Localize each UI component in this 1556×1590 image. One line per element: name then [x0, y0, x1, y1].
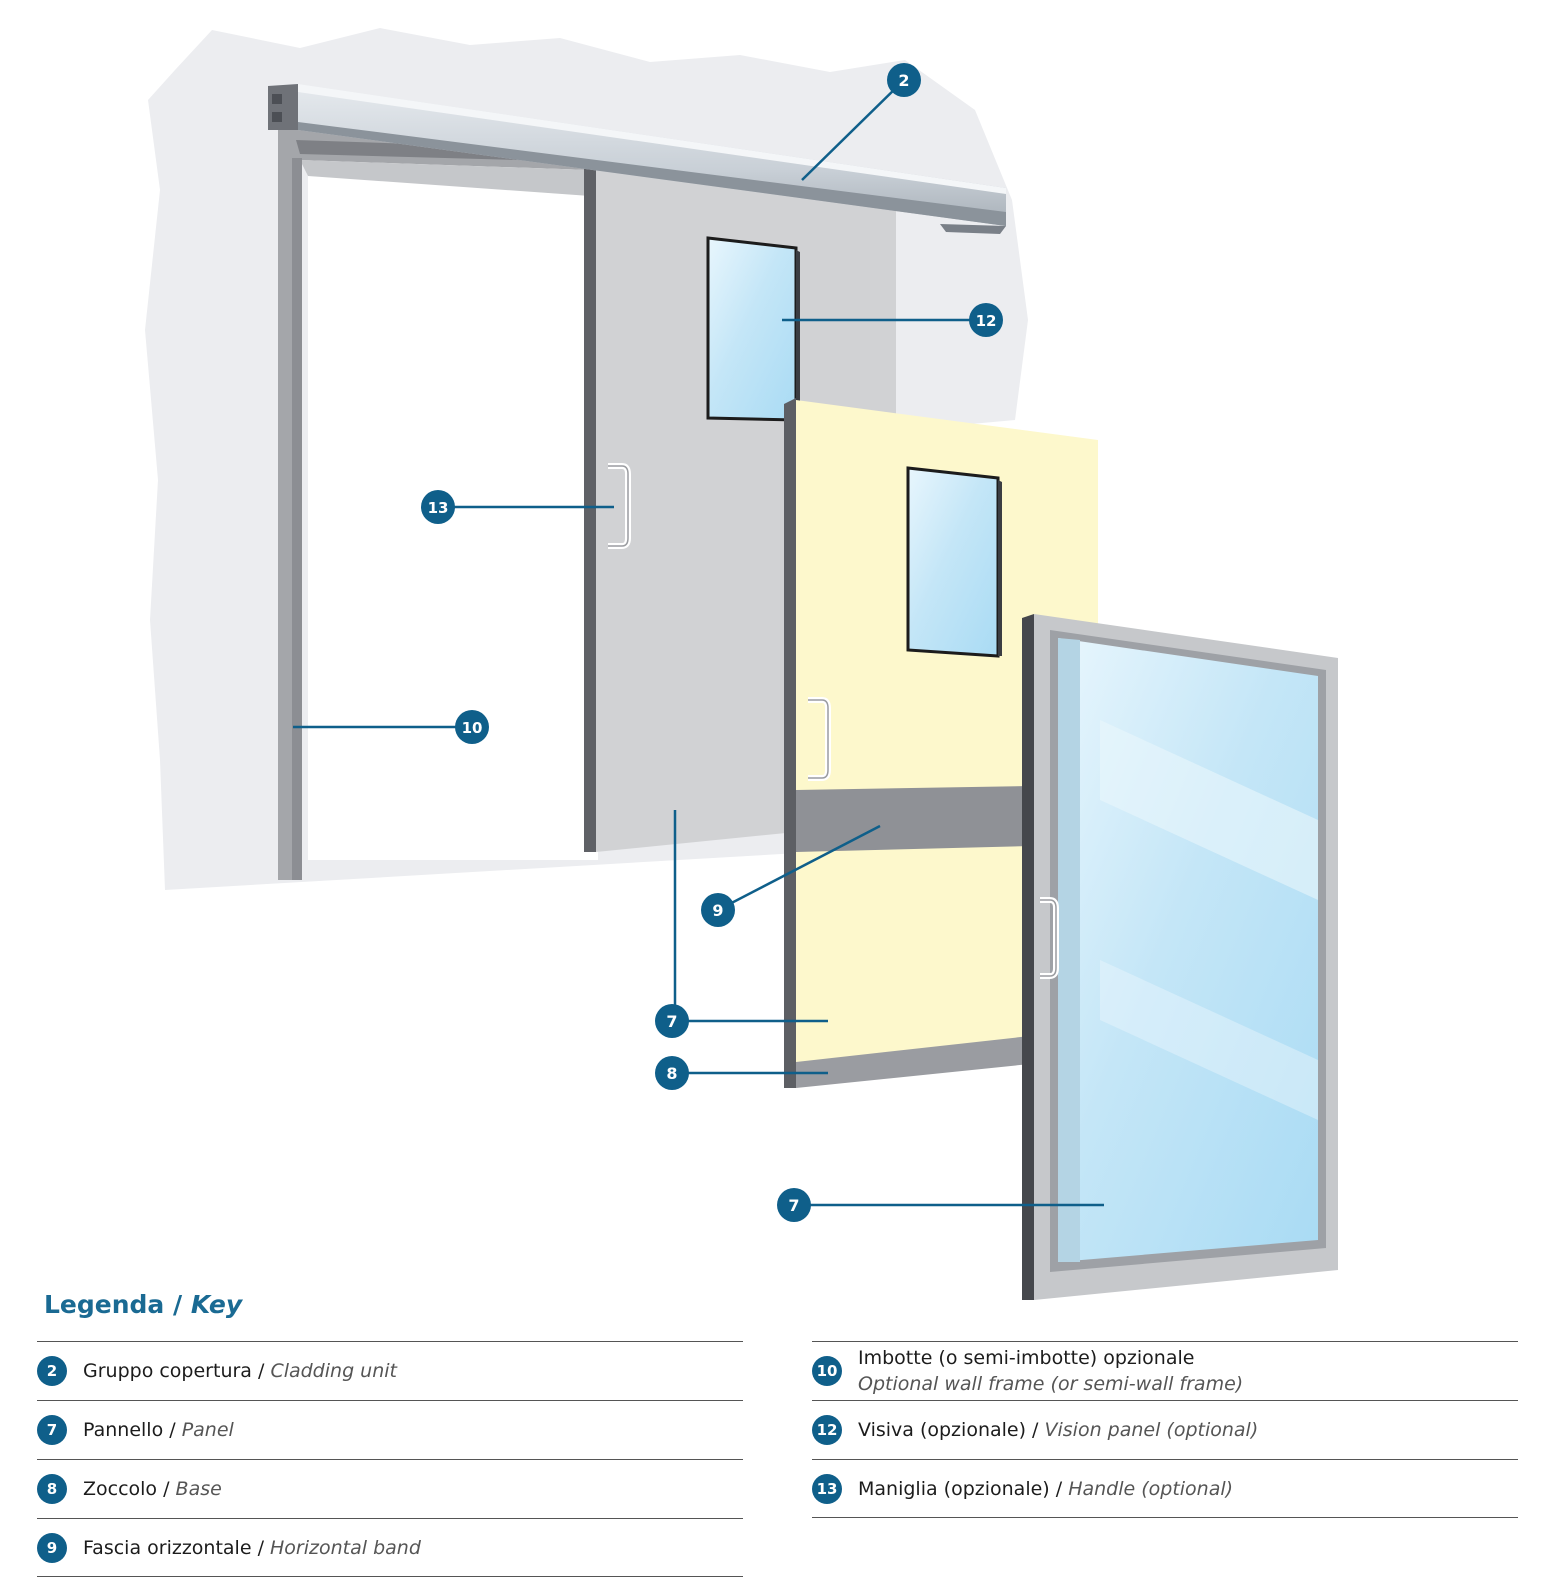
legend-badge: 2 [37, 1356, 67, 1386]
legend-text-it: Imbotte (o semi-imbotte) opzionale [858, 1347, 1195, 1369]
svg-text:12: 12 [976, 312, 997, 330]
legend-text-en: Handle (optional) [1068, 1477, 1234, 1500]
legend-text-sep: / [163, 1419, 182, 1441]
callout-9: 9 [701, 893, 735, 927]
callout-2: 2 [887, 63, 921, 97]
legend-text-it: Visiva (opzionale) [858, 1419, 1027, 1441]
legend-text: Zoccolo / Base [83, 1476, 222, 1502]
svg-text:7: 7 [666, 1012, 677, 1031]
callout-7-lower: 7 [777, 1188, 811, 1222]
svg-text:10: 10 [462, 719, 483, 737]
legend-item: 12 Visiva (opzionale) / Vision panel (op… [812, 1400, 1518, 1459]
sliding-door-exploded-diagram: 2 12 13 10 9 7 8 7 [145, 28, 1338, 1300]
legend-text-it: Fascia orizzontale [83, 1536, 252, 1559]
leader-2 [801, 79, 905, 181]
legend-item: 9 Fascia orizzontale / Horizontal band [37, 1518, 743, 1577]
legend-text: Maniglia (opzionale) / Handle (optional) [858, 1476, 1233, 1502]
legend-text: Pannello / Panel [83, 1417, 234, 1443]
legend-title-separator: / [164, 1290, 191, 1319]
legend-text-it: Maniglia (opzionale) [858, 1477, 1050, 1500]
legend-text: Visiva (opzionale) / Vision panel (optio… [858, 1417, 1258, 1443]
svg-text:7: 7 [788, 1196, 799, 1215]
legend-badge: 10 [812, 1356, 842, 1386]
legend-badge: 12 [812, 1415, 842, 1445]
legend-text-sep: / [251, 1360, 271, 1382]
legend-item: 13 Maniglia (opzionale) / Handle (option… [812, 1459, 1518, 1518]
svg-text:2: 2 [898, 71, 909, 90]
callout-13: 13 [421, 490, 455, 524]
legend-text-sep: / [1049, 1477, 1069, 1500]
legend-badge: 7 [37, 1415, 67, 1445]
grey-panel-window [706, 236, 798, 422]
legend-item: 7 Pannello / Panel [37, 1400, 743, 1459]
legend-item: 8 Zoccolo / Base [37, 1459, 743, 1518]
legend-text-en: Horizontal band [270, 1536, 421, 1559]
callout-10: 10 [455, 710, 489, 744]
legend-text-it: Pannello [83, 1419, 164, 1441]
glass-panel-pane [1058, 638, 1318, 1262]
callout-8: 8 [655, 1056, 689, 1090]
svg-text:13: 13 [428, 499, 449, 517]
svg-text:9: 9 [712, 901, 723, 920]
legend-text-sep: / [1026, 1419, 1045, 1441]
legend-text-sep: / [157, 1478, 176, 1500]
legend-item: 2 Gruppo copertura / Cladding unit [37, 1341, 743, 1400]
legend-column-left: 2 Gruppo copertura / Cladding unit 7 Pan… [37, 1341, 743, 1577]
legend-text: Fascia orizzontale / Horizontal band [83, 1535, 421, 1561]
legend-text-it: Gruppo copertura [83, 1360, 252, 1382]
base-plinth [796, 1036, 1030, 1088]
legend-text-en: Panel [181, 1419, 234, 1441]
legend-badge: 9 [37, 1532, 67, 1563]
legend-title-it: Legenda [44, 1290, 165, 1319]
svg-text:8: 8 [666, 1064, 677, 1083]
legend-text-sep: / [251, 1536, 271, 1559]
legend-badge: 8 [37, 1474, 67, 1504]
legend-badge: 13 [812, 1473, 842, 1504]
legend-text-en: Cladding unit [270, 1360, 397, 1382]
horizontal-band [796, 786, 1030, 852]
legend-text-en: Vision panel (optional) [1044, 1419, 1259, 1441]
callout-12: 12 [969, 303, 1003, 337]
legend-text: Gruppo copertura / Cladding unit [83, 1358, 397, 1384]
legend-title-en: Key [190, 1290, 243, 1319]
yellow-panel-window [906, 466, 1000, 658]
legend-text-en: Base [175, 1478, 222, 1500]
cladding-rail [268, 84, 1006, 234]
callout-7-upper: 7 [655, 1004, 689, 1038]
leader-9 [717, 824, 881, 912]
glass-door-panel [1022, 614, 1338, 1300]
legend-title: Legenda / Key [44, 1290, 242, 1319]
legend-text-it: Zoccolo [83, 1478, 158, 1500]
legend-text-en: Optional wall frame (or semi-wall frame) [858, 1373, 1244, 1395]
